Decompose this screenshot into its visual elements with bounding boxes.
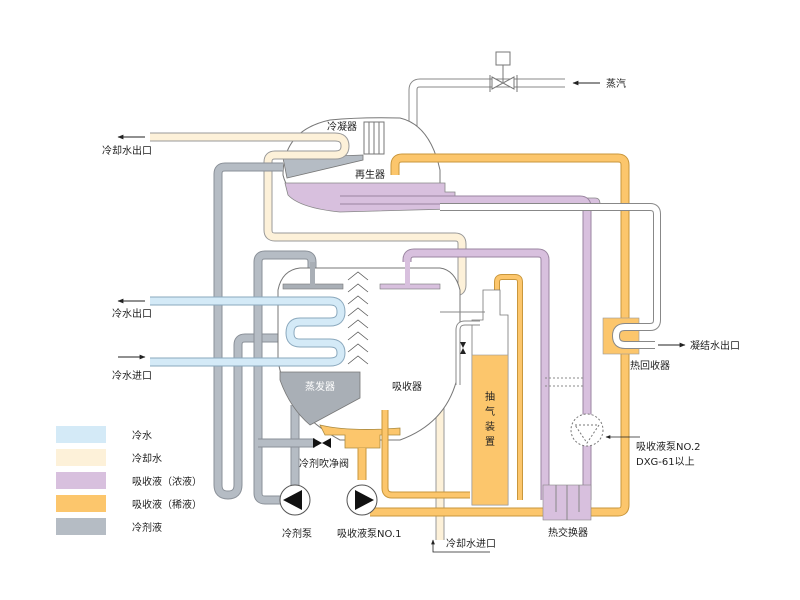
legend-swatch <box>56 495 106 512</box>
label-purge-unit-3: 装 <box>485 420 495 433</box>
legend-item-cooling-water: 冷却水 <box>56 446 202 469</box>
label-condenser: 冷凝器 <box>327 120 357 133</box>
dashed-bypass-line <box>545 377 585 387</box>
label-chilled-water-inlet: 冷水进口 <box>112 369 152 382</box>
refrigerant-pipe <box>213 162 317 505</box>
label-generator: 再生器 <box>355 168 385 181</box>
label-steam: 蒸汽 <box>606 77 626 90</box>
steam-control-valve <box>489 51 518 92</box>
refrigerant-pump <box>279 484 311 516</box>
label-absorbent-pump-1: 吸收液泵NO.1 <box>337 527 402 540</box>
refrigerant-purge-valve <box>313 438 331 448</box>
label-cooling-water-outlet: 冷却水出口 <box>102 144 152 157</box>
label-purge-valve: 冷剂吹净阀 <box>299 457 349 470</box>
legend-item-dilute-solution: 吸收液（稀液） <box>56 492 202 515</box>
legend-label: 冷却水 <box>132 454 162 465</box>
steam-pipe <box>408 78 565 180</box>
label-refrigerant-pump: 冷剂泵 <box>282 527 312 540</box>
absorber-sump <box>319 424 401 449</box>
purge-unit <box>440 289 509 506</box>
legend-swatch <box>56 518 106 535</box>
legend-label: 吸收液（浓液） <box>132 477 202 488</box>
label-pump-2: 吸收液泵NO.2 <box>636 440 701 453</box>
legend-swatch <box>56 426 106 443</box>
legend-label: 冷剂液 <box>132 523 162 534</box>
legend: 冷水 冷却水 吸收液（浓液） 吸收液（稀液） 冷剂液 <box>56 423 202 538</box>
label-heat-exchanger: 热交换器 <box>548 526 588 539</box>
legend-swatch <box>56 472 106 489</box>
label-heat-recovery: 热回收器 <box>630 359 670 372</box>
label-purge-unit-4: 置 <box>485 436 495 448</box>
label-chilled-water-outlet: 冷水出口 <box>112 307 152 320</box>
legend-label: 吸收液（稀液） <box>132 500 202 511</box>
label-cooling-water-inlet: 冷却水进口 <box>446 537 496 550</box>
label-purge-unit-2: 气 <box>485 405 495 418</box>
eliminator-chevrons <box>347 271 369 365</box>
absorbent-pump-2 <box>570 413 604 447</box>
legend-item-chilled-water: 冷水 <box>56 423 202 446</box>
label-pump-2-model: DXG-61以上 <box>636 456 695 468</box>
label-evaporator: 蒸发器 <box>305 380 335 393</box>
legend-swatch <box>56 449 106 466</box>
condensate-pipe <box>440 203 661 349</box>
label-absorber: 吸收器 <box>392 380 422 393</box>
chilled-water-pipe <box>150 296 346 367</box>
label-condensate-outlet: 凝结水出口 <box>690 339 740 352</box>
evaporator-hopper <box>279 371 361 426</box>
legend-item-refrigerant: 冷剂液 <box>56 515 202 538</box>
label-purge-unit-1: 抽 <box>485 390 495 403</box>
absorbent-pump-1 <box>346 484 378 516</box>
absorber-spray-header <box>379 262 441 290</box>
condenser-tube-bundle <box>363 121 385 155</box>
legend-label: 冷水 <box>132 431 152 442</box>
dilute-solution-pipe <box>357 153 630 517</box>
evaporator-spray-header <box>282 262 344 290</box>
cooling-water-inlet-arrow <box>431 539 490 553</box>
heat-exchanger <box>542 484 592 521</box>
legend-item-concentrated-solution: 吸收液（浓液） <box>56 469 202 492</box>
